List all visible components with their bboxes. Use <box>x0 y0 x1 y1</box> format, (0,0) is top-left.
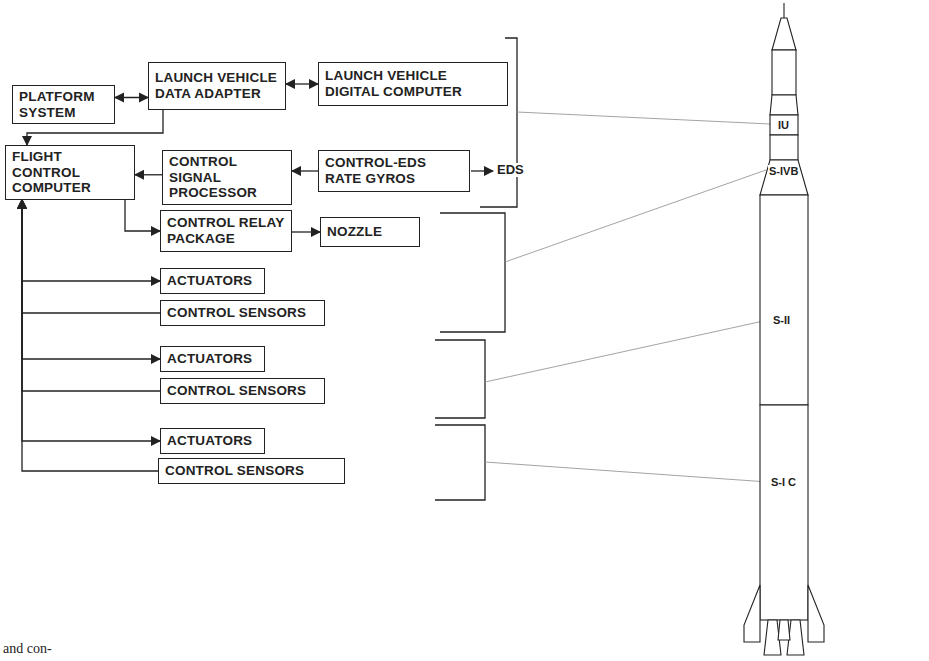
signal-arrow <box>292 170 318 171</box>
signal-name: EDS <box>496 163 525 177</box>
process-box: ACTUATORS <box>160 268 265 294</box>
stage-label: S-I C <box>770 476 797 488</box>
process-box: PLATFORM SYSTEM <box>12 85 115 124</box>
box-label: LAUNCH VEHICLE DATA ADAPTER <box>155 70 279 101</box>
box-label: CONTROL SENSORS <box>165 463 304 479</box>
s-ivb-stage <box>770 135 798 160</box>
box-label: LAUNCH VEHICLE DIGITAL COMPUTER <box>325 68 501 99</box>
signal-arrow <box>22 200 158 471</box>
signal-arrow <box>22 200 160 281</box>
command-module <box>772 50 796 95</box>
box-label: NOZZLE <box>327 224 382 240</box>
box-label: CONTROL SENSORS <box>167 383 306 399</box>
process-box: LAUNCH VEHICLE DATA ADAPTER <box>148 62 286 110</box>
stage-bracket <box>435 425 485 500</box>
signal-arrow <box>22 200 160 313</box>
adapter <box>770 95 798 115</box>
signal-arrow <box>22 200 160 359</box>
process-box: CONTROL SENSORS <box>160 378 325 404</box>
signal-arrow <box>22 200 160 391</box>
box-label: FLIGHT CONTROL COMPUTER <box>12 149 128 196</box>
caption-fragment: and con- <box>2 641 53 656</box>
stage-bracket <box>440 213 505 332</box>
leader-line <box>485 320 768 382</box>
engine-bell <box>778 620 790 640</box>
eds-arrow <box>471 170 493 171</box>
process-box: FLIGHT CONTROL COMPUTER <box>5 145 135 200</box>
box-label: CONTROL SIGNAL PROCESSOR <box>169 154 285 201</box>
process-box: CONTROL SIGNAL PROCESSOR <box>162 150 292 205</box>
fin <box>744 585 760 642</box>
stage-bracket <box>435 340 485 418</box>
process-box: NOZZLE <box>320 217 420 247</box>
escape-tower <box>783 3 784 18</box>
box-label: CONTROL RELAY PACKAGE <box>167 215 285 246</box>
leader-line <box>485 462 768 482</box>
box-label: PLATFORM SYSTEM <box>19 89 108 120</box>
process-box: CONTROL RELAY PACKAGE <box>160 210 292 252</box>
process-box: LAUNCH VEHICLE DIGITAL COMPUTER <box>318 62 508 106</box>
process-box: CONTROL SENSORS <box>158 458 345 484</box>
box-label: CONTROL-EDS RATE GYROS <box>325 155 463 186</box>
instrument-unit <box>770 115 798 135</box>
leader-line <box>517 112 770 124</box>
process-box: CONTROL-EDS RATE GYROS <box>318 150 470 192</box>
stage-label: S-IVB <box>768 165 799 177</box>
signal-arrow <box>292 231 320 232</box>
stage-label: IU <box>777 119 790 131</box>
box-label: CONTROL SENSORS <box>167 305 306 321</box>
process-box: ACTUATORS <box>160 346 265 372</box>
interstage <box>760 160 808 195</box>
signal-arrow <box>135 174 162 175</box>
signal-arrow <box>286 83 318 84</box>
box-label: ACTUATORS <box>167 273 252 289</box>
nose-cone <box>772 18 796 50</box>
signal-arrow <box>22 200 160 441</box>
s-ii-stage <box>760 195 808 405</box>
box-label: ACTUATORS <box>167 433 252 449</box>
box-label: ACTUATORS <box>167 351 252 367</box>
process-box: ACTUATORS <box>160 428 265 454</box>
fin <box>808 585 824 642</box>
signal-arrow <box>115 97 148 98</box>
leader-line <box>505 170 766 262</box>
signal-arrow <box>125 200 160 231</box>
process-box: CONTROL SENSORS <box>160 300 325 326</box>
s-ic-stage <box>760 405 808 620</box>
stage-label: S-II <box>772 314 791 326</box>
